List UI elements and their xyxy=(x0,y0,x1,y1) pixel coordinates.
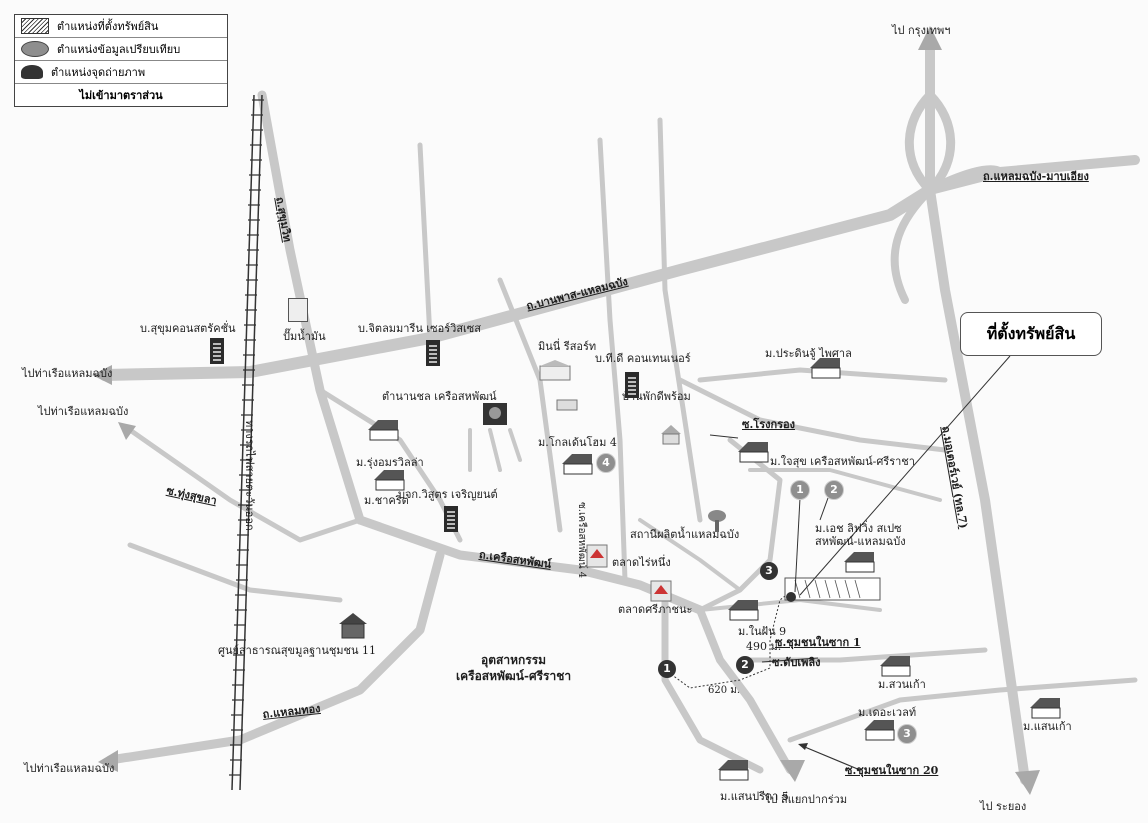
pump-station-icon xyxy=(288,298,308,322)
resort-icon xyxy=(539,360,571,381)
photo-point-3-marker[interactable]: 3 xyxy=(760,562,778,580)
place-ban-phak-label: บ้านพักดีพร้อม xyxy=(622,390,691,403)
place-tamnan-label: ตำนานชล เครือสหพัฒน์ xyxy=(382,390,497,403)
site-location-marker[interactable] xyxy=(786,592,796,602)
photo-point-1-marker[interactable]: 1 xyxy=(658,660,676,678)
place-suan-kao-label: ม.สวนเก้า xyxy=(878,678,926,691)
place-the-devault-label: ม.เดอะเวลท์ xyxy=(858,706,917,719)
health-center-icon xyxy=(339,613,367,639)
house-icon xyxy=(738,442,769,463)
market-icon xyxy=(650,580,672,602)
site-callout: ที่ตั้งทรัพย์สิน xyxy=(960,312,1102,356)
railway-label: ทางรถไฟสายตะวันออก xyxy=(243,420,256,531)
place-kolden-home-label: ม.โกลเด้นโฮม 4 xyxy=(538,436,617,449)
building-icon xyxy=(625,372,639,398)
hatch-swatch-icon xyxy=(21,18,49,34)
map-legend: ตำแหน่งที่ตั้งทรัพย์สิน ตำแหน่งข้อมูลเปร… xyxy=(14,14,228,107)
direction-bangkok-label: ไป กรุงเทพฯ xyxy=(892,24,951,37)
place-chai-suk-label: ม.ใจสุข เครือสหพัฒน์-ศรีราชา xyxy=(770,455,915,468)
place-saen-kao-label: ม.แสนเก้า xyxy=(1023,720,1072,733)
place-prachin-label: ม.ประดินจู้ ไพศาล xyxy=(765,347,852,360)
direction-junction-label: ไป สี่แยกปากร่วม xyxy=(765,793,848,806)
place-sukhum-label: บ.สุขุมคอนสตรัคชั่น xyxy=(140,322,236,335)
place-rung-amorn-label: ม.รุ่งอมรวิลล่า xyxy=(356,456,424,469)
ban-phak-icon xyxy=(661,425,681,445)
house-icon xyxy=(562,454,593,475)
market-icon xyxy=(586,544,608,568)
comparable-2-marker[interactable]: 2 xyxy=(824,480,844,500)
place-es-living-label: ม.เอช ลิฟวิ่ง สเปซ สหพัฒน์-แหลมฉบัง xyxy=(815,522,906,548)
house-icon xyxy=(844,552,875,573)
house-icon xyxy=(864,720,895,741)
direction-port-3-label: ไปท่าเรือแหลมฉบัง xyxy=(24,762,115,775)
soi-dab-phloeng-label: ซ.ดับเพลิง xyxy=(772,656,821,669)
soi-chum-chon-20-label: ซ.ชุมชนในซาก 20 xyxy=(845,764,939,777)
legend-photo-label: ตำแหน่งจุดถ่ายภาพ xyxy=(51,66,146,79)
house-icon xyxy=(728,600,759,621)
place-talad-sri-label: ตลาดศรีภาชนะ xyxy=(618,603,693,616)
place-pump-label: ปั๊มน้ำมัน xyxy=(283,330,326,343)
place-chakrit-label: ม.ชาคริต xyxy=(364,494,409,507)
house-icon xyxy=(880,656,911,677)
place-td-container-label: บ.ที.ดี คอนเทนเนอร์ xyxy=(595,352,691,365)
house-icon xyxy=(374,470,405,491)
house-icon xyxy=(718,760,749,781)
direction-port-1-label: ไปท่าเรือแหลมฉบัง xyxy=(22,367,113,380)
legend-scale-note: ไม่เข้ามาตราส่วน xyxy=(79,89,163,102)
place-industrial-label: อุตสาหกรรม เครือสหพัฒน์-ศรีราชา xyxy=(456,653,572,683)
building-icon xyxy=(426,340,440,366)
photo-point-2-marker[interactable]: 2 xyxy=(736,656,754,674)
place-saen-prida-label: ม.แสนปรีดา 5 xyxy=(720,790,789,803)
comparable-4-marker[interactable]: 4 xyxy=(596,453,616,473)
place-health-center-label: ศูนย์สาธารณสุขมูลฐานชุมชน 11 xyxy=(218,644,377,657)
soi-rong-krong-label: ซ.โรงกรอง xyxy=(742,418,796,431)
place-water-plant-label: สถานีผลิตน้ำแหลมฉบัง xyxy=(630,528,740,541)
camera-marker-swatch-icon xyxy=(21,65,43,79)
distance-490-label: 490 ม. xyxy=(746,640,782,653)
house-icon xyxy=(368,420,399,441)
place-nai-din-label: ม.ในฝัน 9 xyxy=(738,625,787,638)
comparable-3-marker[interactable]: 3 xyxy=(897,724,917,744)
ellipse-swatch-icon xyxy=(21,41,49,57)
place-wisut-label: บจก.วิสูตร เจริญยนต์ xyxy=(398,488,498,501)
direction-port-2-label: ไปท่าเรือแหลมฉบัง xyxy=(38,405,129,418)
place-jt-marine-label: บ.จิตลมมารีน เซอร์วิสเซส xyxy=(358,322,481,335)
house-icon xyxy=(1030,698,1061,719)
house-icon xyxy=(810,358,841,379)
comparable-1-marker[interactable]: 1 xyxy=(790,480,810,500)
tamnan-logo-icon xyxy=(483,403,507,425)
place-mini-resort-label: มินนี่ รีสอร์ท xyxy=(538,340,597,353)
direction-rayong-label: ไป ระยอง xyxy=(980,800,1027,813)
road-bypass-label: ถ.แหลมฉบัง-มาบเอียง xyxy=(983,170,1089,183)
water-tower-icon xyxy=(708,510,726,532)
legend-comparable-label: ตำแหน่งข้อมูลเปรียบเทียบ xyxy=(57,43,181,56)
building-icon xyxy=(210,338,224,364)
building-icon xyxy=(444,506,458,532)
soi-chum-chon-1-label: ซ.ชุมชนในซาก 1 xyxy=(775,636,861,649)
company-logo-icon xyxy=(556,399,578,411)
legend-site-label: ตำแหน่งที่ตั้งทรัพย์สิน xyxy=(57,20,159,33)
place-talad-rai-label: ตลาดไร่หนึ่ง xyxy=(612,556,671,569)
distance-620-label: 620 ม. xyxy=(708,685,741,696)
